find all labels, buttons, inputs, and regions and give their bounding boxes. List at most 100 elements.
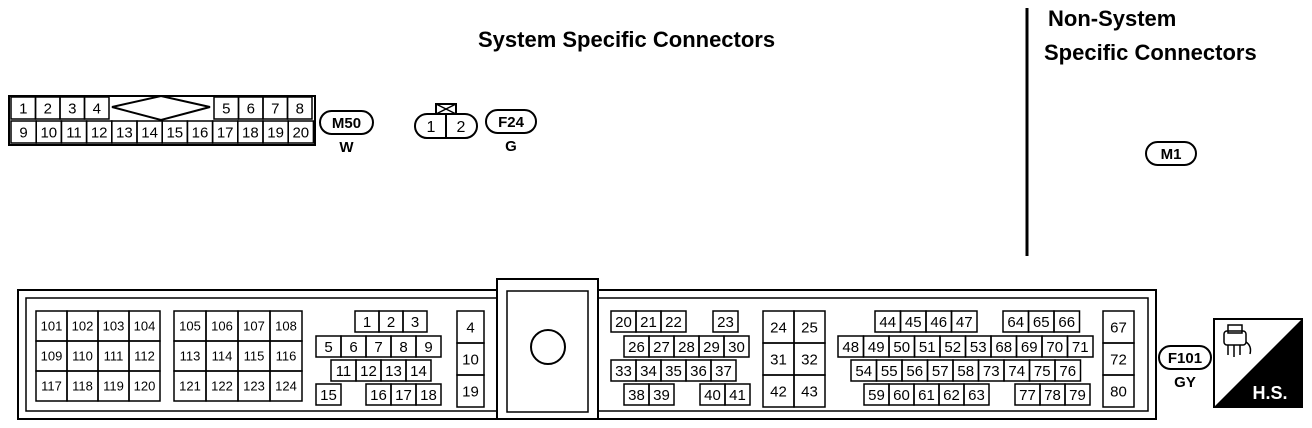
m50-key-diamond xyxy=(111,94,211,122)
f101-terminal: 124 xyxy=(275,379,297,394)
f101-terminal-cell xyxy=(710,359,737,382)
f101-terminal: 45 xyxy=(905,314,922,331)
f24-connector: 1 2 xyxy=(414,103,478,139)
m50-terminal: 7 xyxy=(271,100,279,117)
f101-terminal: 80 xyxy=(1110,383,1127,400)
m50-terminal: 4 xyxy=(93,100,101,117)
f101-terminal: 21 xyxy=(640,314,657,331)
f101-terminal: 76 xyxy=(1059,363,1076,380)
f101-terminal: 34 xyxy=(640,363,657,380)
f101-terminal: 42 xyxy=(770,383,787,400)
f101-terminal: 51 xyxy=(919,339,936,356)
m1-id: M1 xyxy=(1161,146,1182,163)
m50-terminal: 2 xyxy=(44,100,52,117)
f101-terminal: 1 xyxy=(363,314,371,331)
f101-terminal: 116 xyxy=(276,349,297,364)
f101-terminal: 5 xyxy=(324,339,332,356)
f101-terminal: 72 xyxy=(1110,351,1127,368)
f101-terminal-cell xyxy=(1054,359,1082,382)
f24-key-cross xyxy=(435,103,457,115)
f101-terminal: 33 xyxy=(615,363,632,380)
f101-terminal: 29 xyxy=(703,339,720,356)
f101-terminal: 23 xyxy=(717,314,734,331)
f101-terminal: 16 xyxy=(370,387,387,404)
f101-terminal: 119 xyxy=(103,379,124,394)
f101-terminal-cell xyxy=(648,383,675,406)
f101-terminal: 71 xyxy=(1072,339,1089,356)
f101-terminal: 9 xyxy=(424,339,432,356)
m50-terminal: 9 xyxy=(19,124,27,141)
f101-terminal: 54 xyxy=(855,363,872,380)
f101-terminal: 53 xyxy=(970,339,987,356)
m50-terminal-cell xyxy=(286,96,313,120)
f101-terminal: 30 xyxy=(728,339,745,356)
f101-terminal: 79 xyxy=(1069,387,1086,404)
f101-terminal: 110 xyxy=(72,349,93,364)
f101-latch-inner xyxy=(506,290,589,413)
f101-terminal: 104 xyxy=(134,319,156,334)
m50-color: W xyxy=(339,139,354,156)
f101-terminal: 14 xyxy=(410,363,427,380)
f101-terminal: 64 xyxy=(1007,314,1024,331)
f101-terminal: 36 xyxy=(690,363,707,380)
f101-terminal-cell xyxy=(660,310,687,333)
f101-terminal: 12 xyxy=(360,363,377,380)
m50-terminal: 11 xyxy=(66,124,82,141)
f101-terminal: 15 xyxy=(320,387,337,404)
f101-terminal-cell xyxy=(724,383,751,406)
m1-tag-oval xyxy=(1145,141,1197,166)
m50-terminal: 3 xyxy=(68,100,76,117)
f101-terminal: 19 xyxy=(462,383,479,400)
f101-terminal-cell xyxy=(793,374,826,408)
f101-terminal: 106 xyxy=(211,319,233,334)
f101-terminal: 112 xyxy=(134,349,155,364)
f101-terminal: 63 xyxy=(968,387,985,404)
f101-terminal: 10 xyxy=(462,351,479,368)
f24-tag-oval xyxy=(485,109,537,134)
f24-tag: F24 G xyxy=(485,109,537,155)
f101-terminal: 70 xyxy=(1046,339,1063,356)
f101-terminal: 25 xyxy=(801,319,818,336)
f101-terminal-cell xyxy=(950,310,978,333)
f101-terminal: 75 xyxy=(1034,363,1051,380)
non-system-heading-line2: Specific Connectors xyxy=(1044,40,1257,65)
f101-terminal: 13 xyxy=(385,363,402,380)
f101-terminal-cell xyxy=(712,310,739,333)
f101-terminal: 55 xyxy=(881,363,898,380)
f101-terminal: 37 xyxy=(715,363,732,380)
non-system-heading-line1: Non-System xyxy=(1048,6,1177,31)
f101-terminal: 77 xyxy=(1019,387,1036,404)
m50-terminal: 14 xyxy=(141,124,158,141)
m50-terminal: 19 xyxy=(267,124,284,141)
f101-latch xyxy=(496,278,599,420)
m50-terminal-cell xyxy=(287,120,315,144)
f101-terminal: 38 xyxy=(628,387,645,404)
f101-terminal-cell xyxy=(128,370,161,402)
f101-terminal: 61 xyxy=(918,387,935,404)
f101-terminal: 120 xyxy=(134,379,156,394)
f101-terminal: 50 xyxy=(893,339,910,356)
f101-terminal: 60 xyxy=(893,387,910,404)
system-specific-heading: System Specific Connectors xyxy=(478,27,776,52)
f101-terminal: 65 xyxy=(1033,314,1050,331)
m50-terminal: 6 xyxy=(247,100,255,117)
f101-terminal: 121 xyxy=(179,379,201,394)
f101-terminal: 56 xyxy=(906,363,923,380)
m50-terminal: 5 xyxy=(222,100,230,117)
f101-terminal-cell xyxy=(1066,335,1094,358)
f101-terminal: 59 xyxy=(868,387,885,404)
f101-terminal: 17 xyxy=(395,387,412,404)
f101-terminal-cell xyxy=(405,359,432,382)
m50-terminal: 10 xyxy=(40,124,57,141)
f101-terminal: 123 xyxy=(243,379,265,394)
f101-terminal: 68 xyxy=(995,339,1012,356)
f101-terminal: 103 xyxy=(103,319,125,334)
f101-terminal: 62 xyxy=(943,387,960,404)
m50-terminal: 8 xyxy=(296,100,304,117)
f101-terminal: 66 xyxy=(1058,314,1075,331)
f101-terminal: 74 xyxy=(1008,363,1025,380)
f101-terminal: 58 xyxy=(957,363,974,380)
f101-terminal: 47 xyxy=(956,314,973,331)
